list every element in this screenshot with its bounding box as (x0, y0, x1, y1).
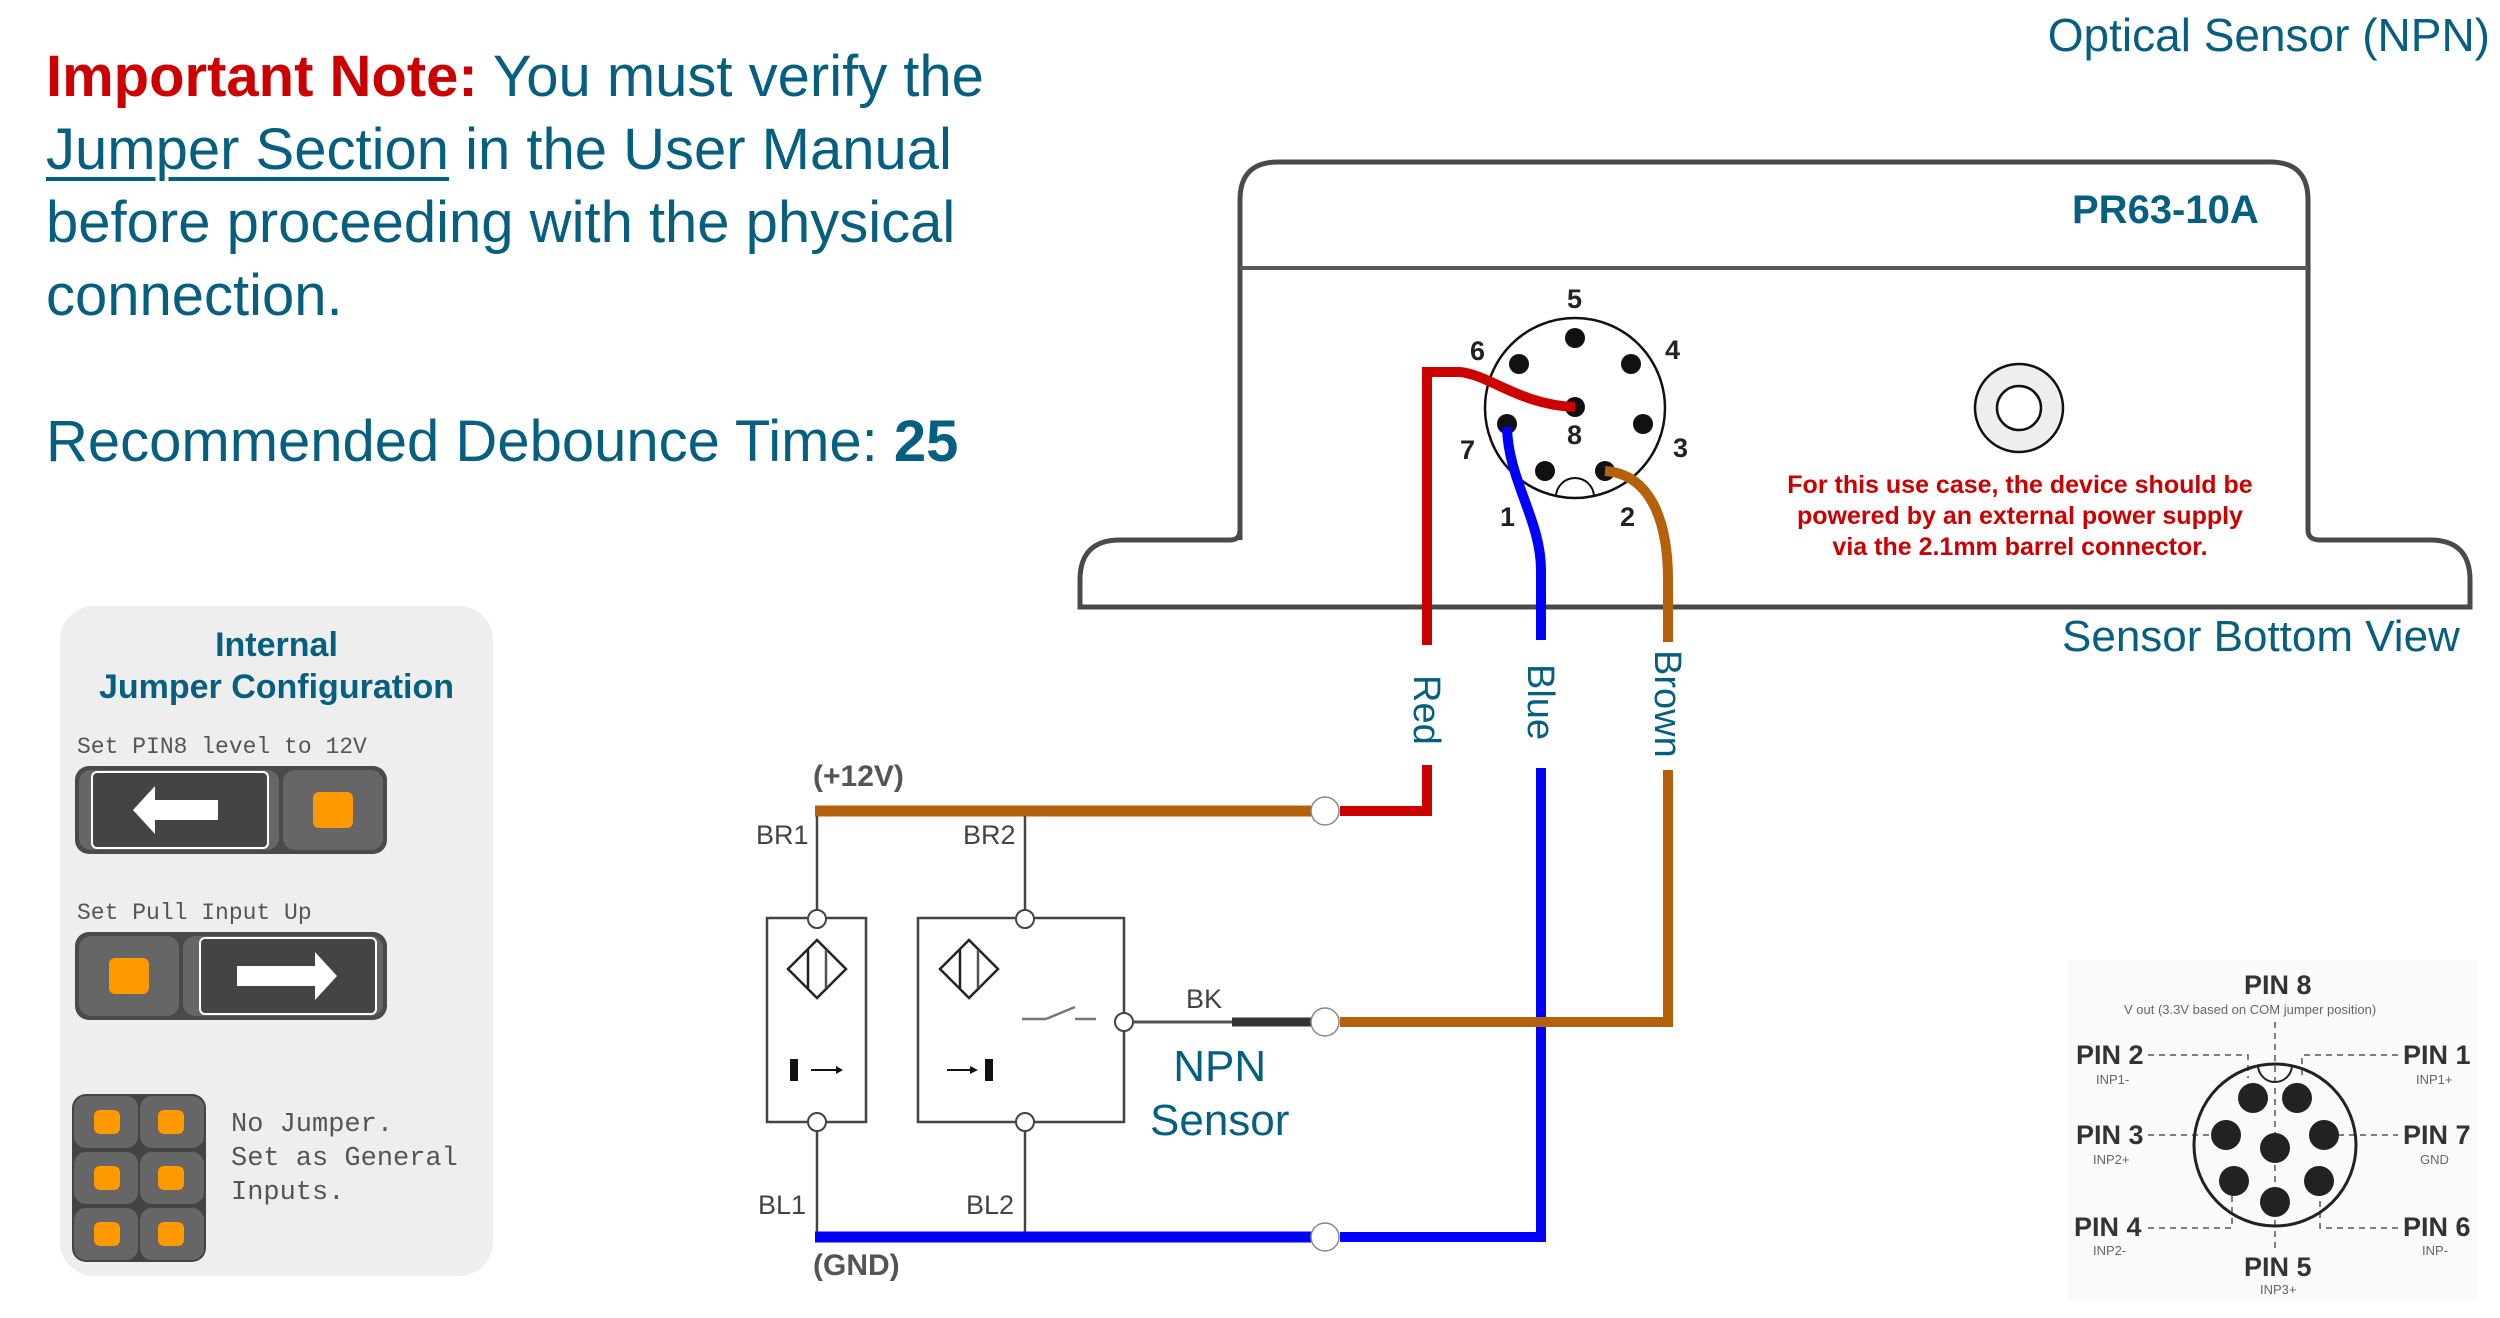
header-pin (79, 936, 179, 1016)
junction-supply (1310, 796, 1340, 826)
terminal-bl2 (1015, 1112, 1035, 1132)
jumper-header-pull-up (75, 932, 387, 1020)
left-arrow-icon (133, 786, 218, 834)
connector-8pin-icon (1483, 316, 1667, 500)
pinout-pin5-desc: INP3+ (2260, 1282, 2297, 1297)
npn-label-line1: NPN (1173, 1042, 1267, 1091)
pin-pad (313, 792, 353, 828)
receiver-symbol (916, 916, 1126, 1124)
terminal-bk (1114, 1012, 1134, 1032)
pinout-pin7-desc: GND (2420, 1152, 2449, 1167)
ground-label: (GND) (813, 1249, 900, 1282)
pinout-reference: PIN 8 V out (3.3V based on COM jumper po… (2068, 960, 2478, 1300)
jumper-cap (199, 937, 377, 1015)
pinout-pin6-desc: INP- (2422, 1243, 2448, 1258)
npn-label-line2: Sensor (1150, 1096, 1290, 1145)
pinout-pin3-desc: INP2+ (2093, 1152, 2130, 1167)
pin-number-6: 6 (1470, 336, 1486, 366)
header-pin (283, 770, 383, 850)
pinout-pin8-desc: V out (3.3V based on COM jumper position… (2124, 1002, 2377, 1017)
wire-label-brown: Brown (1646, 650, 1688, 758)
pinout-pin8: PIN 8 (2244, 970, 2312, 1000)
terminal-br1 (807, 909, 827, 929)
connector-pin-3 (1633, 414, 1653, 434)
blue-wire (1340, 426, 1546, 1242)
connector-pin-6 (1509, 354, 1529, 374)
pinout-pin7: PIN 7 (2403, 1120, 2471, 1150)
pin-pad (158, 1110, 184, 1134)
wire-label-red: Red (1405, 675, 1447, 745)
label-bl1: BL1 (758, 1190, 807, 1220)
junction-ground (1310, 1222, 1340, 1252)
important-note-prefix: Important Note: (46, 44, 478, 109)
pinout-pin2: PIN 2 (2076, 1040, 2144, 1070)
pinout-pin5: PIN 5 (2244, 1252, 2312, 1282)
switch-icon (1022, 1005, 1096, 1021)
connector-pin-5 (1565, 328, 1585, 348)
pinout-pin1-desc: INP1+ (2416, 1072, 2453, 1087)
pinout-pin6: PIN 6 (2403, 1212, 2471, 1242)
jumper-header-pin8-12v (75, 766, 387, 854)
pin-number-1: 1 (1500, 502, 1516, 532)
config3-label: No Jumper. Set as General Inputs. (231, 1110, 458, 1208)
connector-pin-1 (1535, 461, 1555, 481)
pinout-pin4-desc: INP2- (2093, 1243, 2127, 1258)
terminal-br2 (1015, 909, 1035, 929)
terminal-bl1 (807, 1112, 827, 1132)
pin-number-4: 4 (1665, 335, 1681, 365)
pinout-pin4: PIN 4 (2074, 1212, 2142, 1242)
pin-pad (94, 1222, 120, 1246)
jumper-panel-title-line1: Internal (215, 626, 338, 664)
brown-wire (1340, 466, 1673, 1027)
label-br2: BR2 (963, 820, 1016, 850)
label-bk: BK (1186, 984, 1223, 1014)
sensor-housing (1077, 159, 2473, 610)
important-note: Important Note: You must verify the Jump… (46, 40, 1046, 332)
pin-pad (94, 1110, 120, 1134)
emitter-symbol (765, 916, 868, 1124)
pin-pad (158, 1166, 184, 1190)
pinout-pin2-desc: INP1- (2096, 1072, 2130, 1087)
label-br1: BR1 (756, 820, 809, 850)
right-arrow-icon (237, 952, 337, 1000)
config1-label: Set PIN8 level to 12V (77, 734, 367, 760)
config2-label: Set Pull Input Up (77, 900, 312, 926)
jumper-panel-title: Internal Jumper Configuration (60, 624, 493, 708)
connector-pin-4 (1621, 354, 1641, 374)
label-bl2: BL2 (966, 1190, 1015, 1220)
pinout-pin1: PIN 1 (2403, 1040, 2471, 1070)
device-model: PR63-10A (2072, 188, 2259, 232)
diagram-title: Optical Sensor (NPN) (2047, 9, 2490, 61)
sensor-bottom-view-label: Sensor Bottom View (2062, 612, 2460, 661)
pin-pad (94, 1166, 120, 1190)
pin-pad (109, 958, 149, 994)
jumper-config-panel: Internal Jumper Configuration Set PIN8 l… (60, 606, 493, 1276)
jumper-header-none (72, 1094, 206, 1262)
supply-label: (+12V) (813, 760, 904, 793)
pin-number-8: 8 (1567, 420, 1583, 450)
note-text-after: in the User Manual before proceeding wit… (46, 117, 956, 328)
junction-output (1310, 1007, 1340, 1037)
jumper-panel-title-line2: Jumper Configuration (98, 668, 455, 706)
pin-number-3: 3 (1673, 433, 1689, 463)
pin-number-5: 5 (1567, 284, 1583, 314)
power-supply-note: For this use case, the device should be … (1787, 471, 2253, 561)
pin-pad (158, 1222, 184, 1246)
debounce-time: Recommended Debounce Time: 25 (46, 408, 958, 475)
debounce-label: Recommended Debounce Time: (46, 409, 878, 474)
barrel-connector-icon (1973, 362, 2065, 454)
jumper-section-link[interactable]: Jumper Section (46, 117, 449, 182)
pin-number-2: 2 (1620, 502, 1636, 532)
wire-label-blue: Blue (1519, 664, 1561, 741)
jumper-cap (91, 771, 269, 849)
debounce-value: 25 (893, 409, 959, 474)
pinout-connector-icon (2148, 1022, 2398, 1250)
pinout-pin3: PIN 3 (2076, 1120, 2144, 1150)
npn-sensor-label: NPN Sensor (1150, 1040, 1289, 1148)
note-text-before: You must verify the (492, 44, 984, 109)
pin-number-7: 7 (1460, 435, 1476, 465)
red-wire (1340, 367, 1576, 816)
